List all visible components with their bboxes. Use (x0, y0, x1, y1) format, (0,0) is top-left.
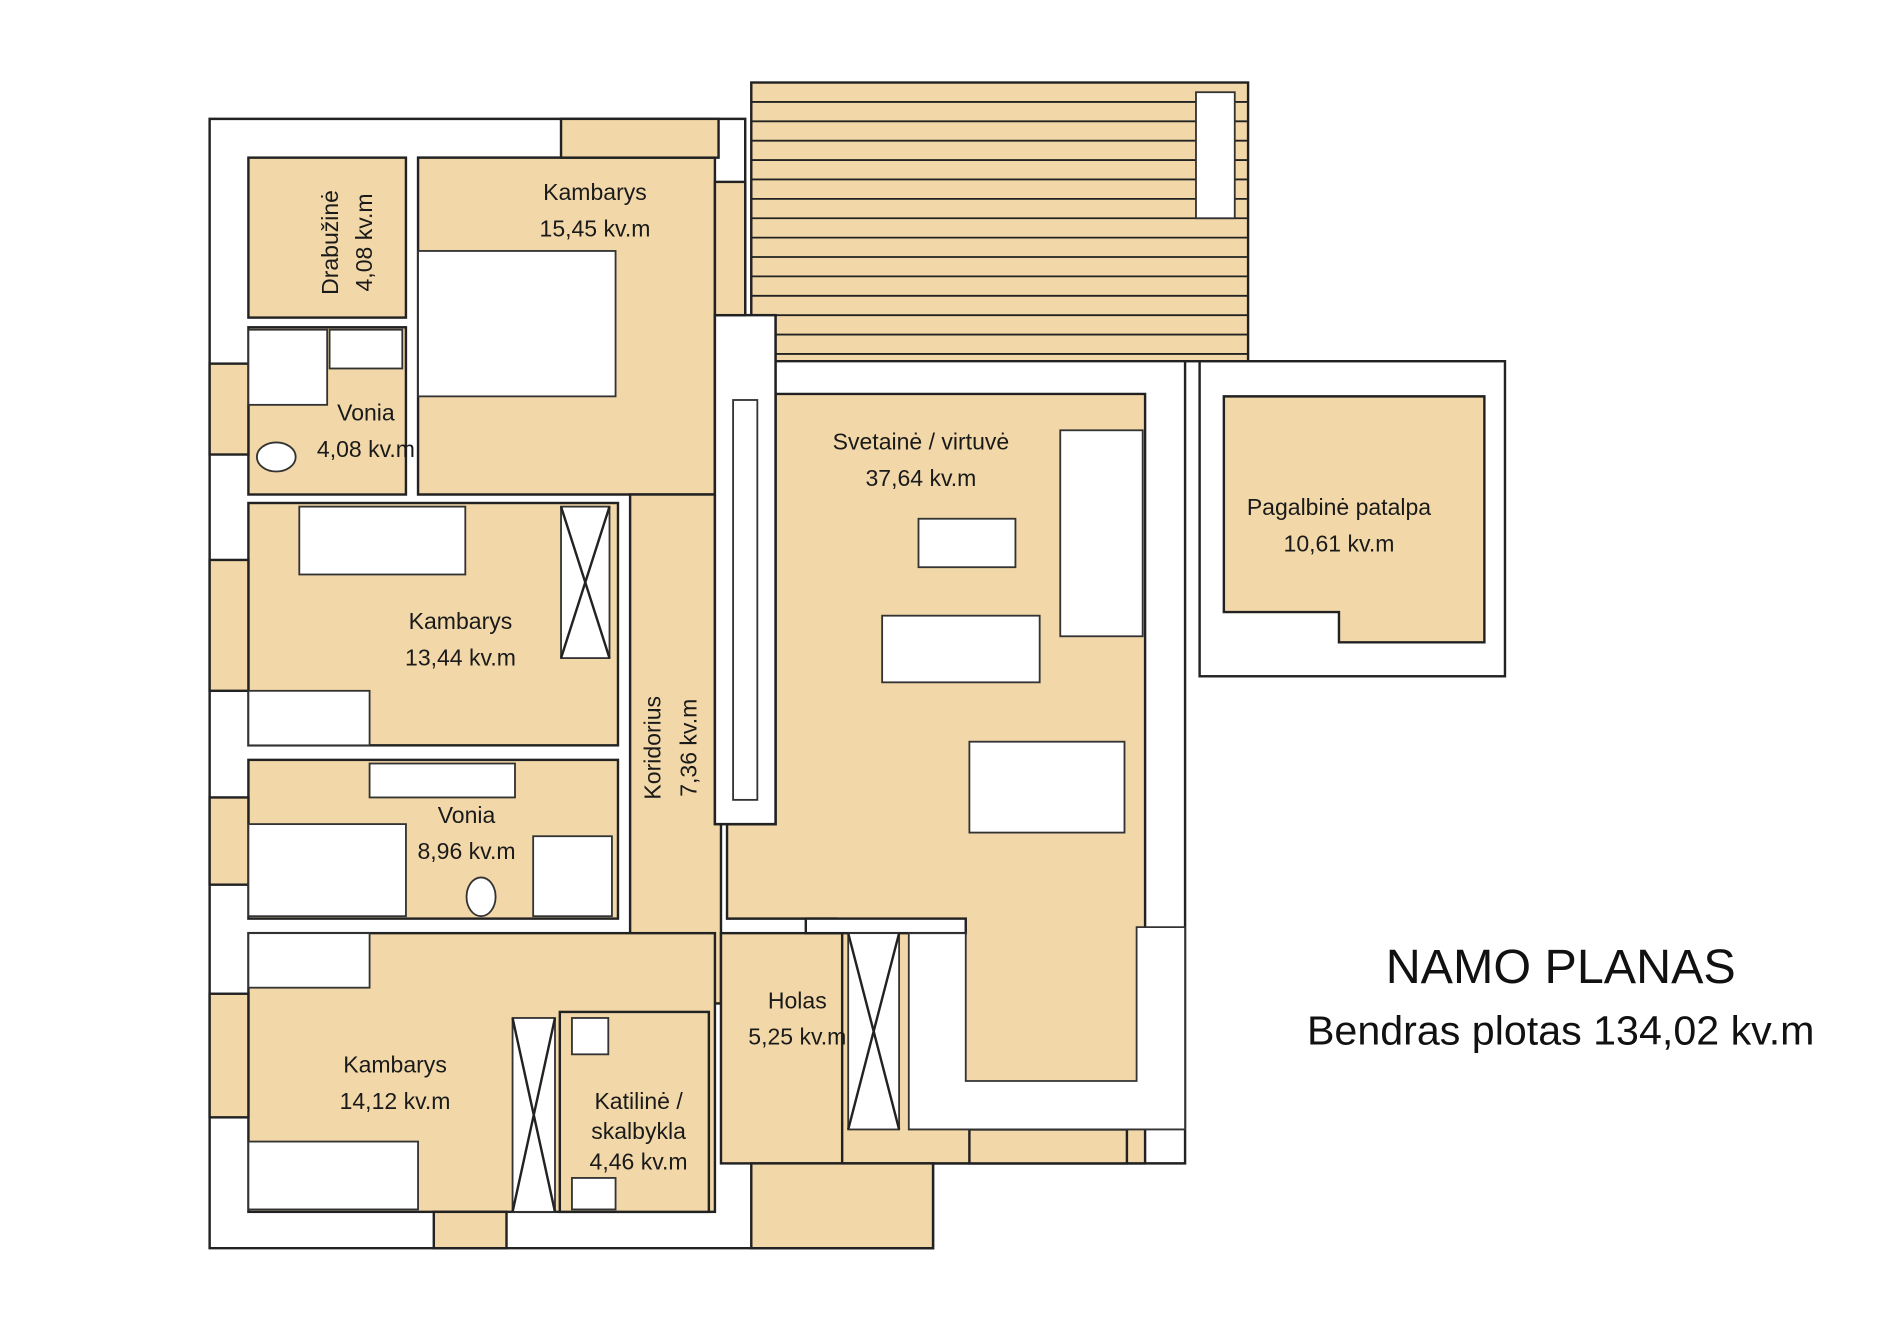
room-name: Vonia (337, 400, 395, 426)
coffee-table (917, 517, 1017, 569)
single-bed (298, 505, 467, 576)
kitchen-counter (907, 926, 1186, 1131)
room-name: Drabužinė (317, 190, 343, 295)
shower (532, 835, 613, 918)
desk (247, 932, 371, 989)
toilet (465, 876, 497, 918)
room-area: 13,44 kv.m (405, 644, 516, 670)
dining-table (968, 740, 1126, 834)
room-area: 5,25 kv.m (748, 1024, 846, 1050)
plan-title: NAMO PLANAS (1386, 940, 1736, 994)
room-area: 4,46 kv.m (590, 1148, 688, 1174)
shower (247, 328, 329, 406)
room-name: Holas (768, 987, 827, 1013)
room-name: skalbykla (591, 1118, 686, 1144)
room-area: 15,45 kv.m (540, 215, 651, 241)
room-name: Katilinė / (594, 1088, 683, 1114)
sink (328, 328, 404, 370)
room-name: Svetainė / virtuvė (833, 429, 1010, 455)
washer (571, 1177, 617, 1211)
room-name: Koridorius (639, 696, 665, 800)
room-name: Kambarys (543, 179, 647, 205)
boiler (571, 1017, 610, 1056)
room-utility (1222, 395, 1486, 644)
windows (208, 117, 1129, 1250)
room-area: 7,36 kv.m (676, 699, 702, 797)
furniture (247, 250, 1186, 1213)
room-name: Kambarys (343, 1052, 447, 1078)
terrace-deck (750, 81, 1250, 363)
room-area: 4,08 kv.m (351, 193, 377, 291)
room-area: 4,08 kv.m (317, 436, 415, 462)
total-area: Bendras plotas 134,02 kv.m (1307, 1008, 1815, 1054)
room-name: Vonia (438, 802, 496, 828)
single-bed (247, 1140, 419, 1211)
room-area: 37,64 kv.m (865, 465, 976, 491)
sofa (881, 614, 1041, 684)
desk (247, 689, 371, 747)
room-name: Kambarys (409, 608, 513, 634)
terrace-bench (1195, 91, 1236, 220)
double-sink (368, 762, 516, 799)
room-area: 14,12 kv.m (340, 1088, 451, 1114)
entrance-porch (750, 1162, 935, 1250)
toilet (255, 441, 297, 473)
sofa (1059, 429, 1144, 638)
bathtub (247, 823, 407, 918)
room-area: 10,61 kv.m (1284, 530, 1395, 556)
room-wardrobe (247, 156, 408, 319)
kitchen-wall (804, 917, 967, 935)
sliding-door (732, 399, 759, 801)
room-name: Pagalbinė patalpa (1247, 494, 1431, 520)
double-bed (417, 250, 617, 398)
room-area: 8,96 kv.m (417, 838, 515, 864)
